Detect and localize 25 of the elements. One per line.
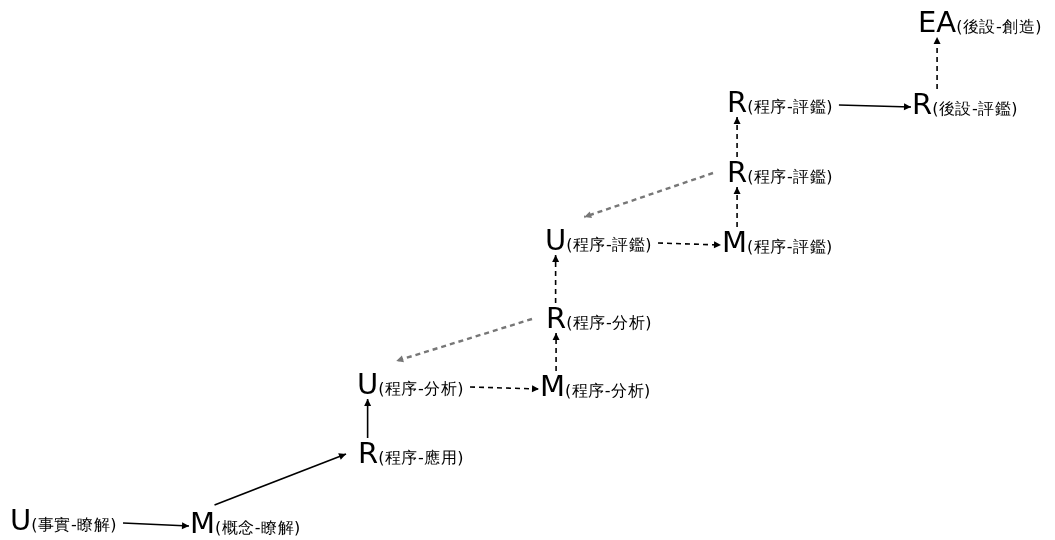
bloom-level-label: U(程序-評鑑): [545, 223, 652, 257]
bloom-level-label: M(概念-瞭解): [190, 506, 301, 540]
arrow: [395, 317, 533, 363]
arrow: [552, 254, 560, 304]
bloom-level-label: U(程序-分析): [357, 367, 464, 401]
arrow: [469, 385, 540, 393]
bloom-level-label: R(程序-應用): [358, 436, 464, 470]
arrow: [552, 332, 560, 372]
arrow: [122, 522, 190, 530]
bloom-level-label: EA(後設-創造): [918, 5, 1042, 39]
bloom-level-label: M(程序-評鑑): [722, 225, 833, 259]
bloom-level-label: R(程序-評鑑): [727, 85, 833, 119]
arrow: [213, 453, 347, 506]
bloom-level-label: R(程序-評鑑): [727, 155, 833, 189]
bloom-level-label: U(事實-瞭解): [10, 503, 117, 537]
arrow: [733, 116, 741, 158]
arrow: [657, 241, 722, 249]
bloom-level-label: R(後設-評鑑): [912, 87, 1018, 121]
arrow: [364, 398, 372, 439]
bloom-level-label: M(程序-分析): [540, 369, 651, 403]
arrow: [583, 171, 714, 219]
bloom-level-label: R(程序-分析): [546, 301, 652, 335]
arrow: [838, 103, 912, 111]
arrow: [733, 186, 741, 228]
arrow: [933, 36, 941, 90]
